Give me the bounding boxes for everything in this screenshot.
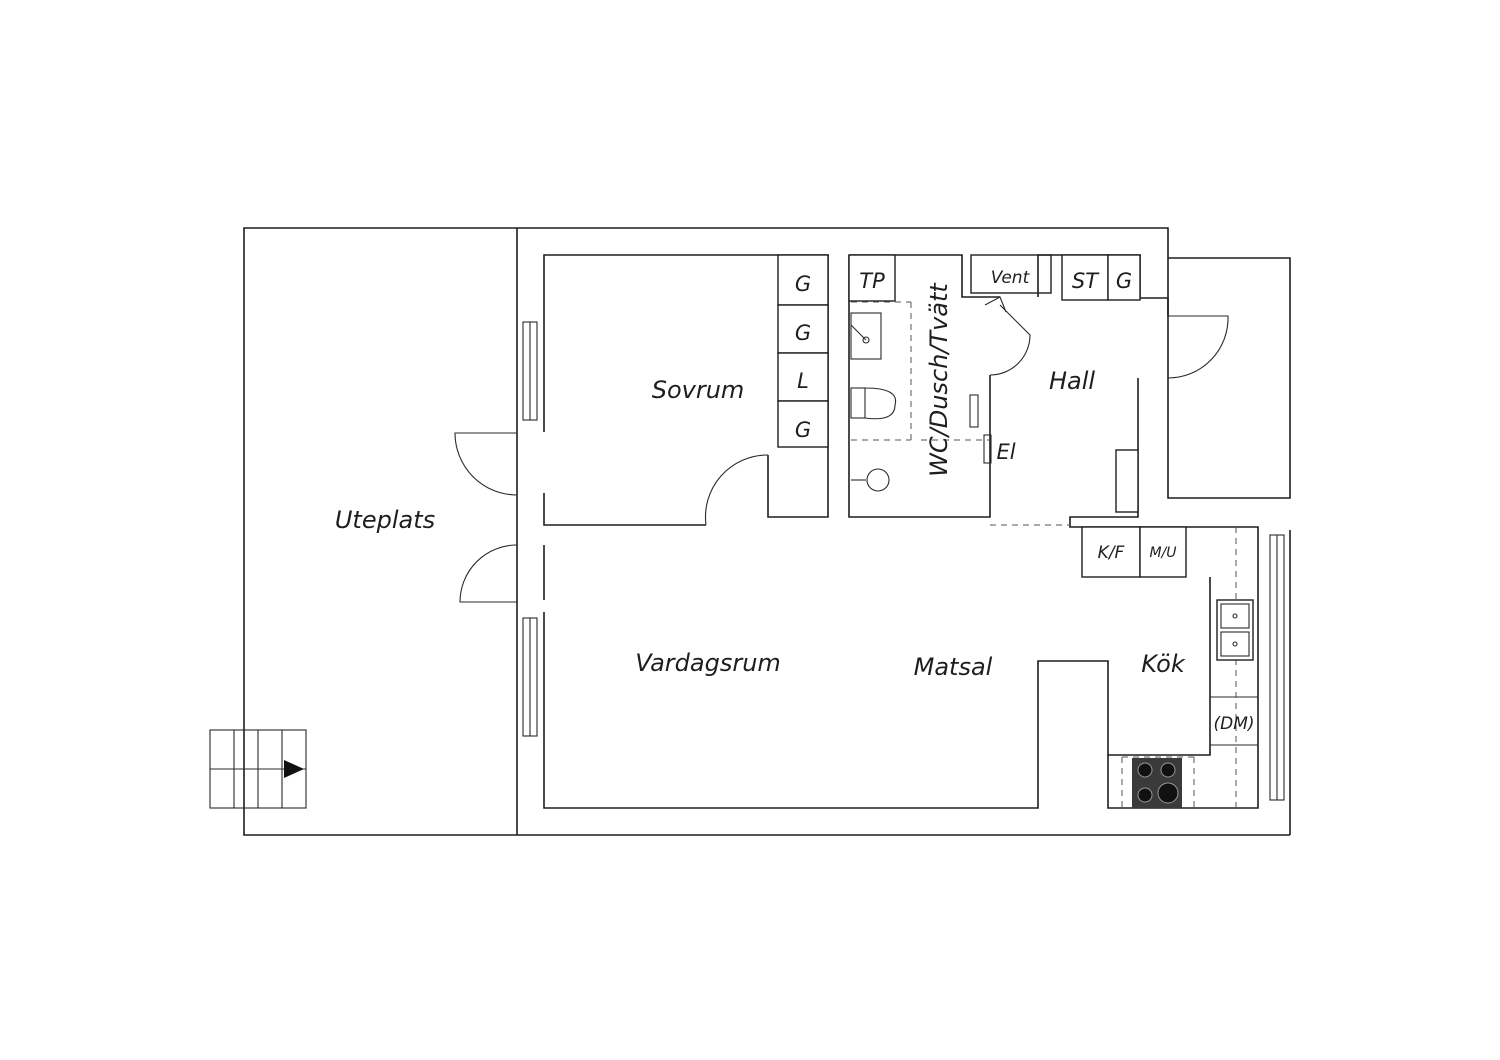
- label-mu: M/U: [1149, 545, 1176, 561]
- terrace: [209, 227, 517, 836]
- fixture-labels: G G L G TP Vent ST G El K/F M/U (DM): [795, 268, 1255, 734]
- label-closet-3: L: [797, 369, 809, 393]
- stairs-arrow-icon: [284, 760, 304, 778]
- label-closet-1: G: [795, 272, 811, 296]
- washbasin-icon: [850, 312, 882, 360]
- label-kf: K/F: [1098, 543, 1125, 563]
- label-matsal: Matsal: [914, 653, 993, 681]
- room-labels: Uteplats Sovrum WC/Dusch/Tvätt Hall Vard…: [335, 282, 1186, 681]
- inner-walls: [543, 254, 1259, 809]
- label-hall: Hall: [1049, 367, 1095, 395]
- label-closet-4: G: [795, 418, 811, 442]
- label-uteplats: Uteplats: [335, 506, 435, 534]
- label-hall-g: G: [1116, 269, 1132, 293]
- doors: [454, 296, 1229, 603]
- stairs: [209, 729, 307, 809]
- shower-icon: [866, 468, 890, 492]
- label-st: ST: [1072, 269, 1100, 293]
- kitchen-fixtures: [1132, 599, 1254, 808]
- outer-walls: [516, 227, 1291, 836]
- label-vent: Vent: [991, 268, 1031, 288]
- label-el: El: [996, 440, 1015, 464]
- label-closet-2: G: [795, 321, 811, 345]
- bathroom-fixtures: [850, 301, 992, 492]
- sink-icon: [1216, 599, 1254, 661]
- label-dm: (DM): [1213, 714, 1254, 734]
- label-tp: TP: [859, 269, 885, 293]
- toilet-icon: [850, 387, 866, 419]
- label-kok: Kök: [1141, 650, 1186, 678]
- label-wc-dusch-tvatt: WC/Dusch/Tvätt: [925, 282, 953, 477]
- windows: [522, 321, 1285, 801]
- label-sovrum: Sovrum: [652, 376, 745, 404]
- label-vardagsrum: Vardagsrum: [635, 649, 781, 677]
